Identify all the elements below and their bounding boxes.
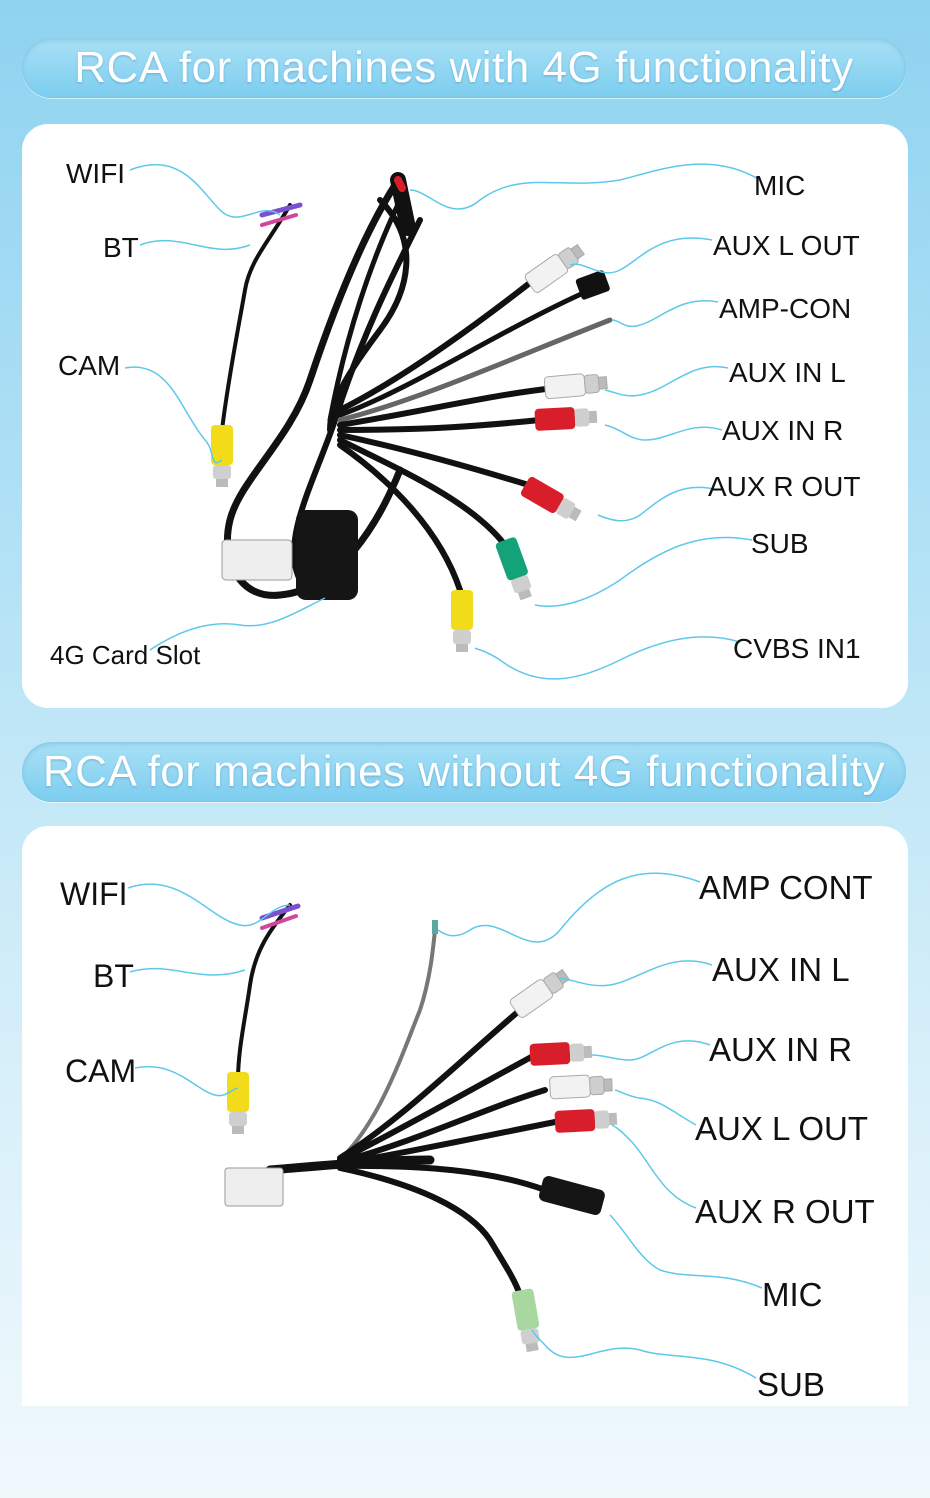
- label-aux-r-out-no4g: AUX R OUT: [695, 1193, 875, 1230]
- section-title-without-4g: RCA for machines without 4G functionalit…: [42, 747, 886, 796]
- label-aux-in-r-no4g: AUX IN R: [709, 1031, 853, 1068]
- harness-connector-4g: [221, 539, 293, 581]
- label-cam-4g: CAM: [58, 350, 121, 381]
- label-amp-cont-no4g: AMP CONT: [699, 869, 873, 906]
- leader-lines-without-4g: [127, 872, 763, 1379]
- label-sub-4g: SUB: [751, 528, 809, 559]
- rca-connectors-without-4g: [227, 920, 618, 1353]
- 4g-card-slot: [296, 510, 358, 600]
- label-aux-in-r-4g: AUX IN R: [722, 415, 844, 446]
- label-mic-no4g: MIC: [762, 1276, 823, 1313]
- label-mic-4g: MIC: [754, 170, 806, 201]
- label-wifi-4g: WIFI: [66, 158, 126, 189]
- label-bt-4g: BT: [103, 232, 139, 263]
- label-cvbs-in1-4g: CVBS IN1: [733, 633, 861, 664]
- harness-without-4g: [236, 903, 558, 1298]
- section-banner-without-4g: RCA for machines without 4G functionalit…: [22, 742, 906, 802]
- label-aux-l-out-no4g: AUX L OUT: [695, 1110, 868, 1147]
- label-aux-in-l-4g: AUX IN L: [729, 357, 846, 388]
- label-aux-l-out-4g: AUX L OUT: [713, 230, 860, 261]
- section-title-with-4g: RCA for machines with 4G functionality: [74, 43, 854, 92]
- label-cam-no4g: CAM: [65, 1053, 137, 1089]
- leader-lines-with-4g: [124, 163, 761, 680]
- label-aux-r-out-4g: AUX R OUT: [708, 471, 861, 502]
- label-bt-no4g: BT: [93, 958, 134, 994]
- label-aux-in-l-no4g: AUX IN L: [712, 951, 850, 988]
- harness-connector-no-4g: [224, 1167, 284, 1207]
- rca-connectors-with-4g: [211, 239, 610, 652]
- label-4g-card-slot: 4G Card Slot: [50, 640, 201, 670]
- label-sub-no4g: SUB: [757, 1366, 825, 1403]
- section-banner-with-4g: RCA for machines with 4G functionality: [22, 38, 906, 98]
- label-wifi-no4g: WIFI: [60, 876, 128, 912]
- label-amp-con-4g: AMP-CON: [719, 293, 852, 324]
